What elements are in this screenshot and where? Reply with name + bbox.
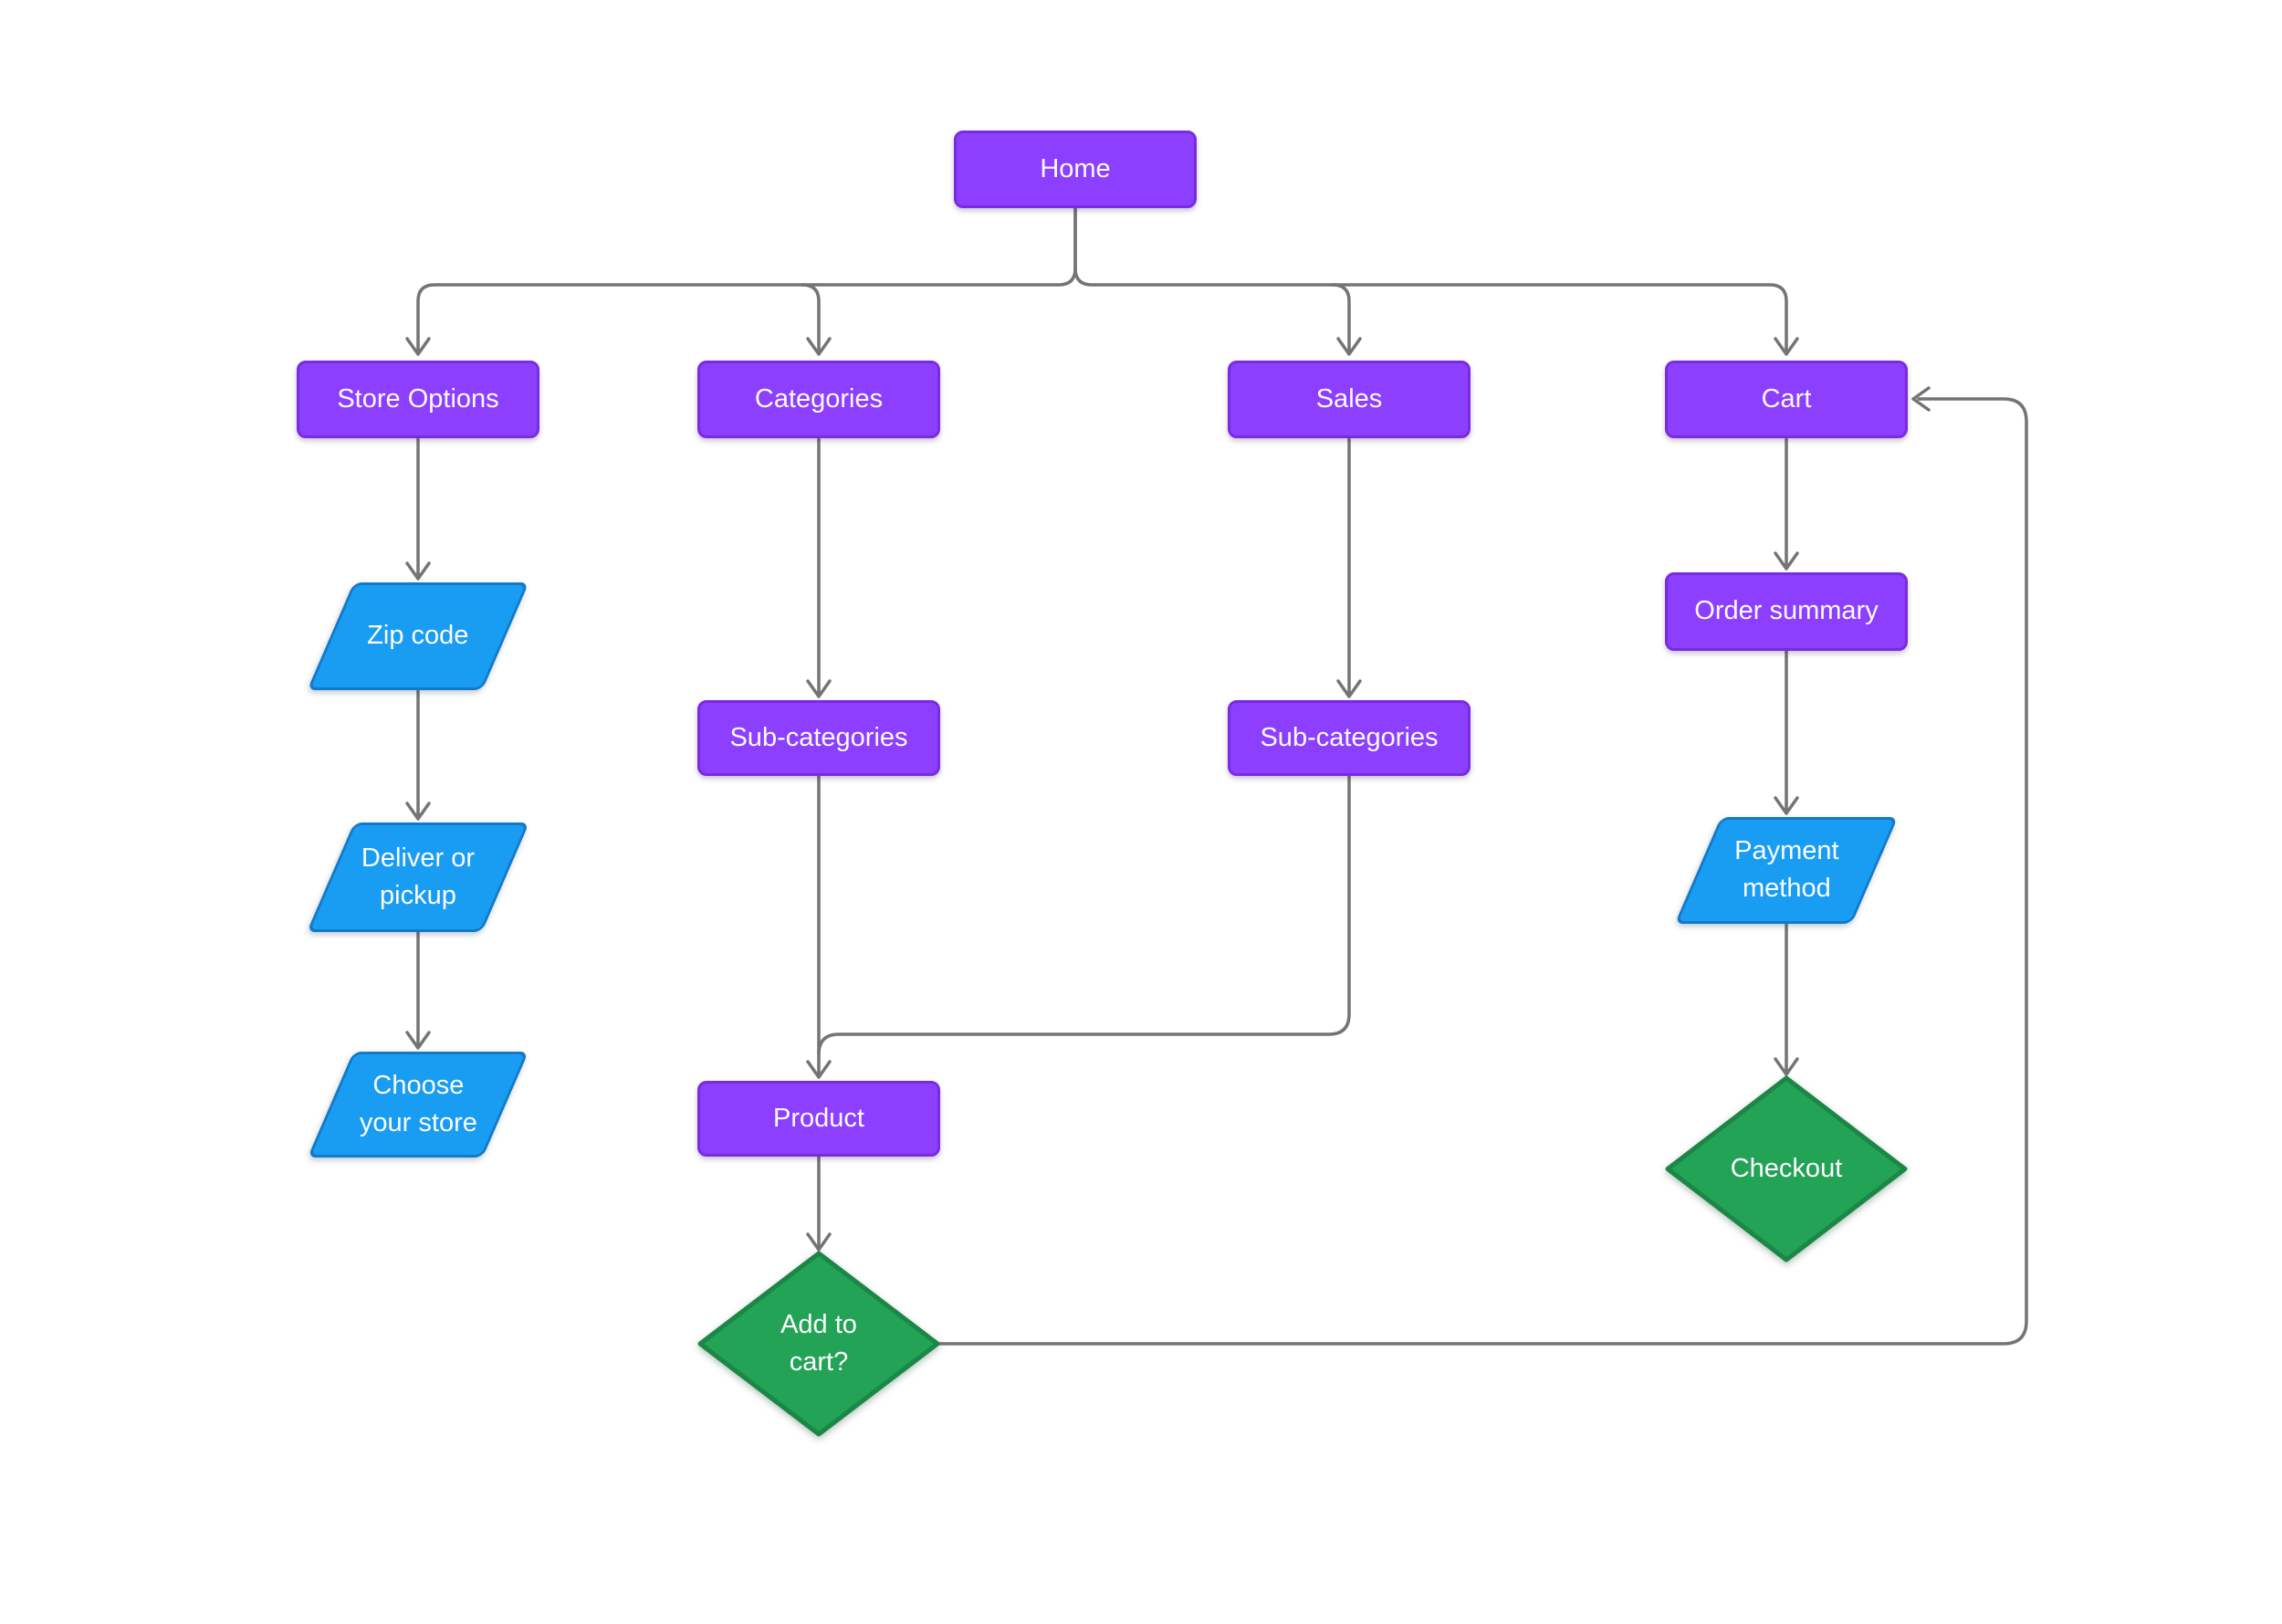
node-sub-categories-1-label: Sub-categories [729,722,908,752]
node-sub-categories-2: Sub-categories [1228,700,1471,776]
edge-subcategories2-product [817,774,1351,1056]
node-cart: Cart [1665,361,1908,438]
node-sub-categories-1: Sub-categories [697,700,940,776]
arrowhead-checkout [1774,1057,1799,1076]
edge-home-cart [1073,206,1788,353]
node-add-to-cart: Add to cart? [700,1253,937,1434]
node-store-options: Store Options [297,361,539,438]
node-payment-method-label: Payment method [1733,836,1839,904]
node-sub-categories-2-label: Sub-categories [1260,722,1439,752]
node-product: Product [697,1081,940,1157]
edge-home-store-options [416,206,1077,353]
node-home: Home [954,131,1197,208]
node-categories: Categories [697,361,940,438]
arrowhead-zipcode [405,561,431,581]
node-zip-code-label: Zip code [367,621,469,651]
node-store-options-label: Store Options [337,383,499,414]
node-checkout-shape [1665,1075,1908,1263]
edge-addtocart-cart [936,397,2028,1346]
edge-home-categories [801,283,821,353]
arrowhead-sales [1336,337,1362,356]
arrowhead-cart-top [1774,337,1799,356]
node-choose-your-store-label: Choose your store [359,1070,477,1137]
node-checkout: Checkout [1668,1078,1905,1260]
arrowhead-cart-right [1911,386,1931,412]
node-add-to-cart-shape [697,1251,940,1437]
node-add-to-cart-label: Add to cart? [780,1309,857,1377]
node-order-summary-label: Order summary [1694,596,1879,626]
arrowhead-subcategories2 [1336,679,1362,698]
node-deliver-or-pickup-label: Deliver or pickup [361,843,476,910]
node-checkout-label: Checkout [1730,1153,1843,1183]
node-sales: Sales [1228,361,1471,438]
node-cart-label: Cart [1761,383,1812,414]
arrowhead-choosestore [405,1031,431,1050]
node-order-summary: Order summary [1665,572,1908,651]
arrowhead-ordersummary [1774,551,1799,571]
node-home-label: Home [1040,153,1111,183]
arrowhead-subcategories1 [806,679,832,698]
node-categories-label: Categories [754,383,884,414]
node-sales-label: Sales [1315,383,1383,414]
arrowhead-store-options [405,337,431,356]
arrowhead-product [806,1060,832,1079]
arrowhead-payment [1774,796,1799,815]
node-product-label: Product [773,1103,864,1133]
arrowhead-categories [806,337,832,356]
edge-home-sales [1331,283,1351,353]
arrowhead-deliver [405,802,431,821]
arrowhead-addtocart [806,1232,832,1252]
